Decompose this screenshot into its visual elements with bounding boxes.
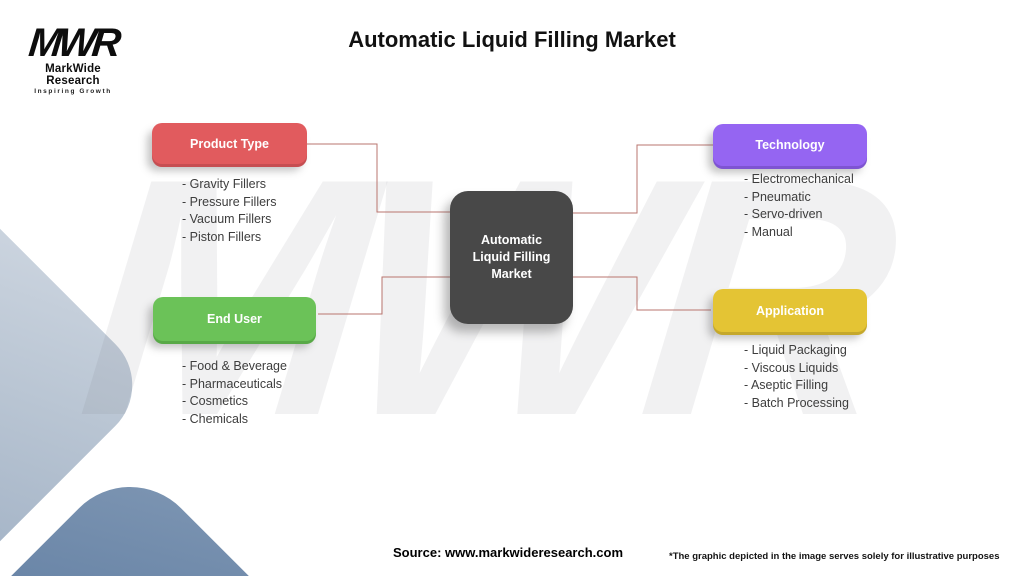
list-item: Chemicals (182, 411, 287, 429)
end-user-box: End User (153, 297, 316, 341)
technology-label: Technology (755, 138, 825, 152)
list-item: Cosmetics (182, 393, 287, 411)
list-item: Servo-driven (744, 206, 854, 224)
product-type-label: Product Type (190, 136, 269, 151)
disclaimer-note: *The graphic depicted in the image serve… (669, 551, 1000, 562)
product-type-box: Product Type (152, 123, 307, 164)
list-item: Pneumatic (744, 189, 854, 207)
list-item: Pharmaceuticals (182, 376, 287, 394)
connector-product-type (307, 143, 452, 213)
list-item: Gravity Fillers (182, 176, 276, 194)
markwide-research-logo: MWR MarkWide Research Inspiring Growth (20, 21, 126, 95)
connector-technology (571, 144, 713, 214)
end-user-label: End User (207, 312, 262, 326)
technology-list: ElectromechanicalPneumaticServo-drivenMa… (744, 171, 854, 241)
list-item: Viscous Liquids (744, 360, 849, 378)
center-node: Automatic Liquid Filling Market (450, 191, 573, 324)
center-node-label: Automatic Liquid Filling Market (472, 233, 551, 281)
application-box: Application (713, 289, 867, 332)
list-item: Piston Fillers (182, 229, 276, 247)
end-user-list: Food & BeveragePharmaceuticalsCosmeticsC… (182, 358, 287, 428)
list-item: Manual (744, 224, 854, 242)
logo-tagline: Inspiring Growth (34, 88, 112, 95)
application-label: Application (755, 303, 825, 318)
connector-end-user (318, 276, 452, 315)
logo-company-name: MarkWide Research (45, 63, 101, 87)
source-credit: Source: www.markwideresearch.com (393, 545, 624, 560)
list-item: Aseptic Filling (744, 377, 849, 395)
application-list: Liquid PackagingViscous LiquidsAseptic F… (744, 342, 849, 412)
list-item: Batch Processing (744, 395, 849, 413)
connector-application (571, 276, 711, 311)
list-item: Liquid Packaging (744, 342, 849, 360)
page-title: Automatic Liquid Filling Market (348, 27, 676, 52)
list-item: Pressure Fillers (182, 194, 277, 212)
list-item: Food & Beverage (182, 358, 287, 376)
list-item: Electromechanical (744, 171, 854, 189)
product-type-list: Gravity FillersPressure FillersVacuum Fi… (182, 176, 277, 247)
list-item: Vacuum Fillers (182, 211, 276, 229)
technology-box: Technology (713, 124, 867, 166)
